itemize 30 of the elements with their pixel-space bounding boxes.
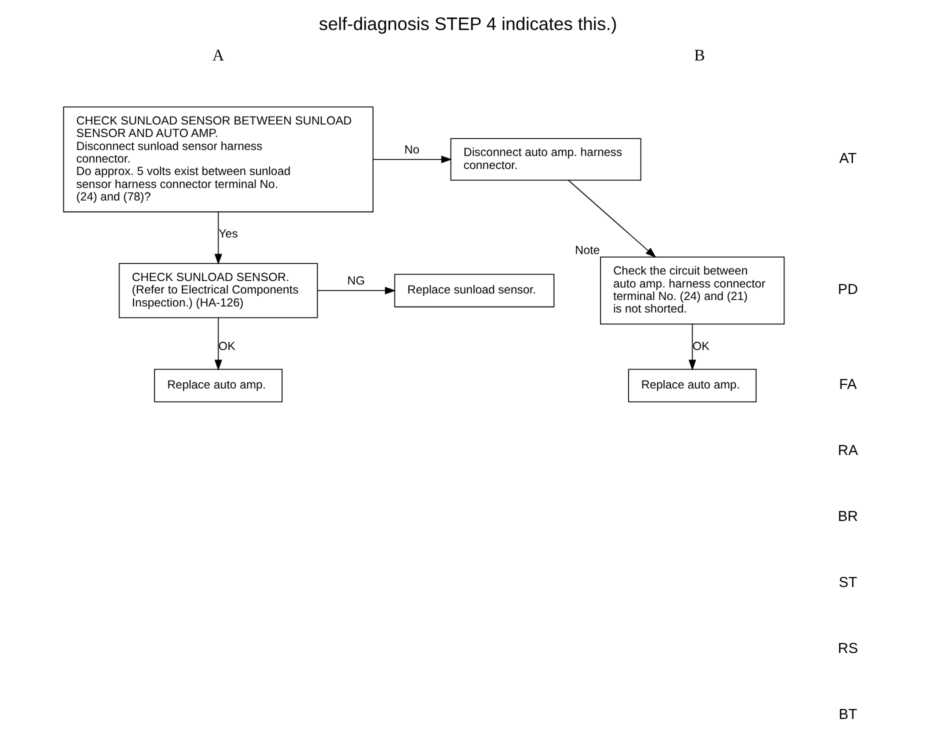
label: PD xyxy=(838,282,858,298)
arrow xyxy=(317,286,396,294)
edge-label: OK xyxy=(692,340,710,353)
label: BR xyxy=(838,509,858,526)
node-box: Disconnect auto amp. harness connector. xyxy=(450,138,642,181)
edge-label: No xyxy=(404,143,420,156)
label: RS xyxy=(838,641,858,658)
node-box: Check the circuit between auto amp. harness connector terminal No. (24) and (21) is not shorted. xyxy=(600,256,785,324)
label: AT xyxy=(839,150,857,167)
label: FA xyxy=(839,377,857,394)
label: ST xyxy=(838,575,858,592)
arrow xyxy=(688,324,696,371)
node-box: CHECK SUNLOAD SENSOR. (Refer to Electrical Components Inspection.) (HA-126) xyxy=(118,262,318,318)
label: BT xyxy=(838,707,858,724)
label: A xyxy=(212,45,224,64)
edge-label: OK xyxy=(218,340,236,353)
label: RA xyxy=(838,443,858,460)
edge-label: NG xyxy=(347,274,365,288)
arrow xyxy=(214,317,222,371)
node-box: Replace auto amp. xyxy=(154,368,283,402)
node-box: Replace sunload sensor. xyxy=(394,274,554,308)
label: B xyxy=(694,45,706,64)
arrow xyxy=(214,212,222,265)
node-box: Replace auto amp. xyxy=(628,368,757,402)
node-label: Note xyxy=(575,244,600,257)
edge-label: Yes xyxy=(218,228,238,241)
diagram-title: self-diagnosis STEP 4 indicates this.) xyxy=(318,14,618,34)
node-box: CHECK SUNLOAD SENSOR BETWEEN SUNLOAD SENSOR AND AUTO AMP. Disconnect sunload sensor harness connector. Do approx. 5 volts exist between sunload sensor harness connector terminal No. (24) and (78)? xyxy=(63,106,374,212)
arrow xyxy=(372,156,452,164)
arrow xyxy=(568,180,656,258)
